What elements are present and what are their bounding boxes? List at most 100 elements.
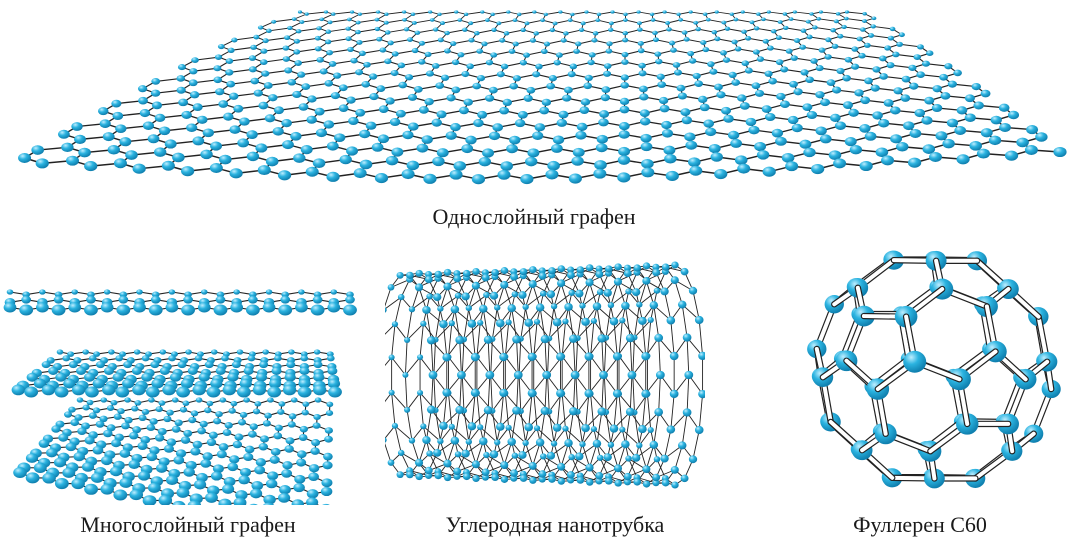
single-layer-graphene-illustration: [18, 10, 1067, 185]
bond: [496, 293, 516, 308]
carbon-atom: [546, 451, 556, 460]
carbon-atom: [606, 41, 613, 47]
carbon-atom: [793, 88, 803, 96]
carbon-atom: [62, 467, 76, 478]
carbon-atom: [249, 503, 258, 505]
carbon-atom: [146, 452, 158, 462]
carbon-atom: [756, 56, 765, 62]
bond: [840, 35, 860, 40]
carbon-atom: [859, 160, 873, 172]
carbon-atom: [609, 317, 619, 326]
carbon-atom: [131, 405, 139, 412]
bond: [596, 411, 603, 444]
carbon-atom: [749, 20, 755, 25]
carbon-atom: [365, 121, 377, 130]
carbon-atom: [477, 319, 484, 326]
carbon-atom: [689, 58, 697, 64]
carbon-atom: [292, 90, 302, 98]
carbon-atom: [218, 100, 229, 108]
carbon-atom: [511, 291, 519, 298]
carbon-atom: [271, 19, 277, 24]
carbon-atom: [567, 18, 573, 23]
carbon-atom: [954, 125, 967, 135]
carbon-atom: [509, 135, 521, 145]
carbon-atom: [432, 27, 439, 32]
bond: [357, 28, 378, 33]
carbon-atom: [816, 16, 822, 21]
carbon-atom: [216, 291, 225, 298]
carbon-atom: [890, 134, 903, 144]
carbon-atom: [586, 264, 594, 272]
carbon-atom: [359, 159, 373, 170]
carbon-atom: [676, 12, 681, 16]
carbon-atom: [547, 160, 560, 171]
carbon-atom: [106, 405, 115, 412]
carbon-atom: [494, 439, 501, 446]
carbon-atom: [269, 378, 282, 389]
carbon-atom: [939, 73, 948, 81]
bond: [514, 455, 524, 475]
carbon-atom: [62, 355, 71, 362]
carbon-atom: [660, 454, 669, 463]
carbon-atom: [652, 30, 658, 36]
bond: [470, 19, 488, 24]
bond: [598, 11, 613, 15]
bond: [544, 374, 548, 411]
carbon-atom: [253, 89, 263, 97]
carbon-atom: [176, 487, 190, 498]
carbon-atom: [293, 482, 305, 493]
carbon-atom: [6, 289, 14, 295]
carbon-atom: [102, 384, 116, 396]
carbon-atom: [232, 440, 243, 449]
carbon-atom: [806, 110, 818, 120]
carbon-atom: [255, 458, 267, 467]
carbon-atom: [421, 135, 433, 144]
bond: [385, 443, 392, 463]
carbon-atom: [527, 388, 537, 398]
carbon-atom: [25, 472, 40, 484]
carbon-atom: [287, 78, 297, 86]
carbon-atom: [389, 117, 401, 126]
carbon-atom: [684, 132, 696, 142]
bond: [520, 321, 538, 340]
carbon-atom: [508, 48, 516, 54]
carbon-atom: [638, 62, 646, 69]
carbon-atom: [401, 169, 415, 180]
carbon-atom: [426, 293, 433, 300]
carbon-atom: [103, 366, 114, 375]
carbon-atom: [225, 69, 234, 76]
bond: [686, 337, 690, 376]
carbon-atom: [316, 57, 324, 63]
carbon-atom: [886, 62, 895, 69]
carbon-atom: [243, 397, 250, 403]
carbon-atom: [300, 351, 308, 357]
carbon-atom: [299, 366, 310, 375]
carbon-atom: [618, 146, 631, 157]
carbon-atom: [333, 72, 342, 79]
bond: [459, 374, 462, 410]
carbon-atom: [338, 84, 348, 92]
carbon-atom: [613, 464, 623, 473]
carbon-atom: [248, 55, 257, 61]
carbon-atom: [567, 266, 575, 274]
carbon-atom: [76, 397, 84, 403]
carbon-atom: [326, 171, 340, 182]
carbon-atom: [703, 119, 715, 128]
carbon-atom: [562, 94, 572, 102]
carbon-atom: [688, 157, 701, 167]
carbon-atom: [607, 302, 615, 309]
carbon-atom: [669, 351, 679, 361]
bond: [641, 393, 647, 430]
carbon-atom: [661, 479, 670, 487]
bond: [575, 374, 579, 412]
carbon-atom: [251, 480, 264, 491]
carbon-atom: [323, 120, 335, 129]
carbon-atom: [581, 424, 590, 433]
carbon-atom: [481, 468, 490, 477]
carbon-atom: [282, 384, 297, 396]
carbon-atom: [714, 83, 723, 91]
bond: [542, 456, 553, 476]
carbon-atom: [683, 37, 690, 42]
carbon-atom: [90, 472, 104, 483]
carbon-atom: [161, 160, 175, 171]
